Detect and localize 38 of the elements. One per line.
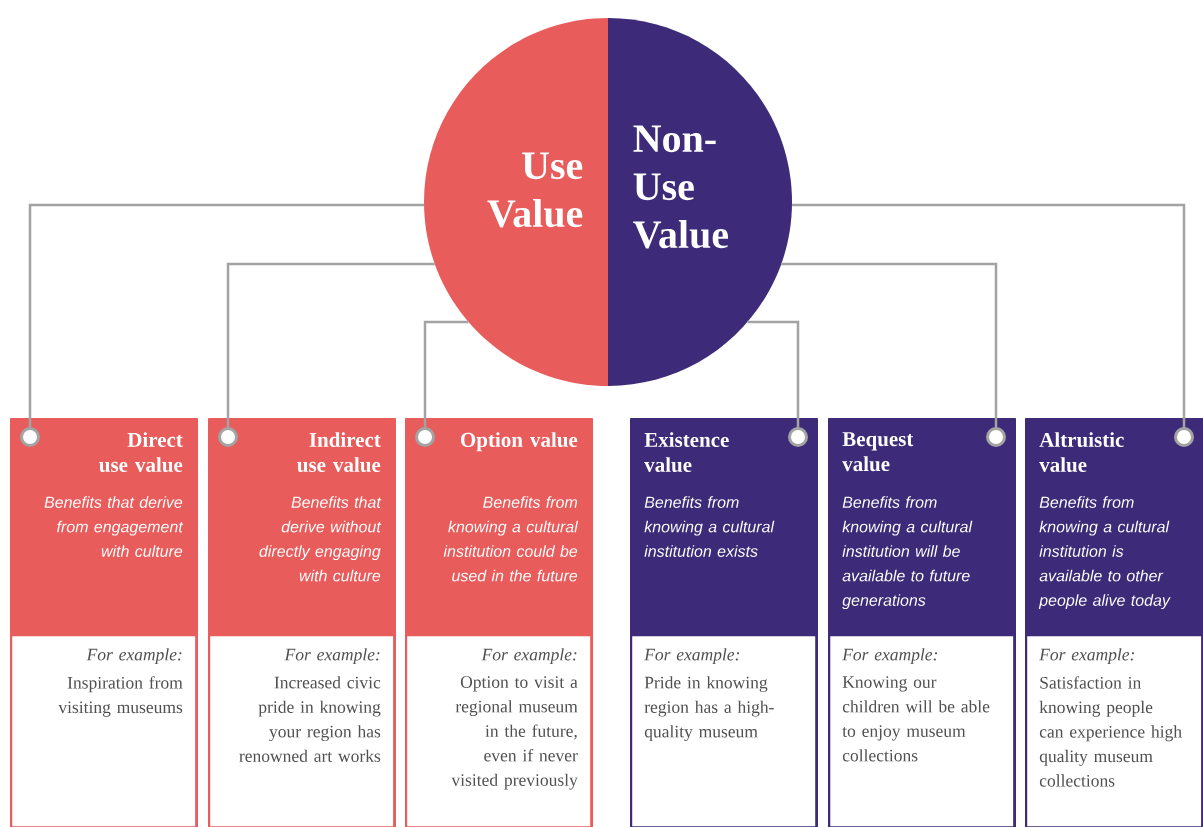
card-description: Benefits from knowing a cultural institution is available to other people alive today — [1038, 496, 1171, 610]
example-label: For example: — [284, 648, 380, 665]
example-text: Inspiration from visiting museums — [58, 676, 183, 717]
example-label: For example: — [1039, 648, 1135, 665]
example-label: For example: — [842, 648, 938, 665]
example-panel — [830, 636, 1014, 827]
card-heading: Option value — [460, 432, 578, 452]
card-heading: Direct use value — [99, 432, 183, 472]
connector-line — [415, 320, 469, 447]
example-text: Increased civic pride in knowing your region has renowned art works — [239, 676, 381, 762]
card-description: Benefits that derive from engagement with culture — [44, 496, 184, 557]
example-text: Knowing our children will be able to enjoy museum collections — [842, 676, 990, 762]
example-panel — [12, 636, 196, 827]
example-label: For example: — [86, 648, 182, 665]
connector-line — [747, 320, 808, 447]
card-description: Benefits from knowing a cultural institution will be available to future generations — [842, 496, 973, 610]
connector-line — [218, 262, 435, 447]
example-panel — [1027, 636, 1202, 827]
card-heading: Altruistic value — [1039, 432, 1124, 472]
example-label: For example: — [481, 648, 577, 665]
connector-line — [20, 203, 424, 447]
card-description: Benefits that derive without directly engaging with culture — [259, 496, 382, 582]
example-text: Satisfaction in knowing people can experience high quality museum collections — [1039, 676, 1182, 787]
circle-label: Non-Use Value — [633, 125, 728, 249]
example-text: Pride in knowing region has a high-quality museum — [644, 676, 774, 742]
example-panel — [632, 636, 816, 827]
card-heading: Bequest value — [842, 432, 914, 472]
card-description: Benefits from knowing a cultural institution could be used in the future — [443, 496, 579, 582]
card-heading: Indirect use value — [297, 432, 381, 472]
example-panel — [407, 636, 591, 827]
card-description: Benefits from knowing a cultural institution exists — [644, 496, 775, 557]
example-label: For example: — [644, 648, 740, 665]
connector-line — [792, 203, 1194, 447]
example-panel — [210, 636, 394, 827]
example-text: Option to visit a regional museum in the future, even if never visited previously — [451, 676, 578, 790]
circle-label: Use Value — [487, 152, 583, 228]
card-heading: Existence value — [644, 432, 729, 472]
connector-line — [781, 262, 1006, 447]
